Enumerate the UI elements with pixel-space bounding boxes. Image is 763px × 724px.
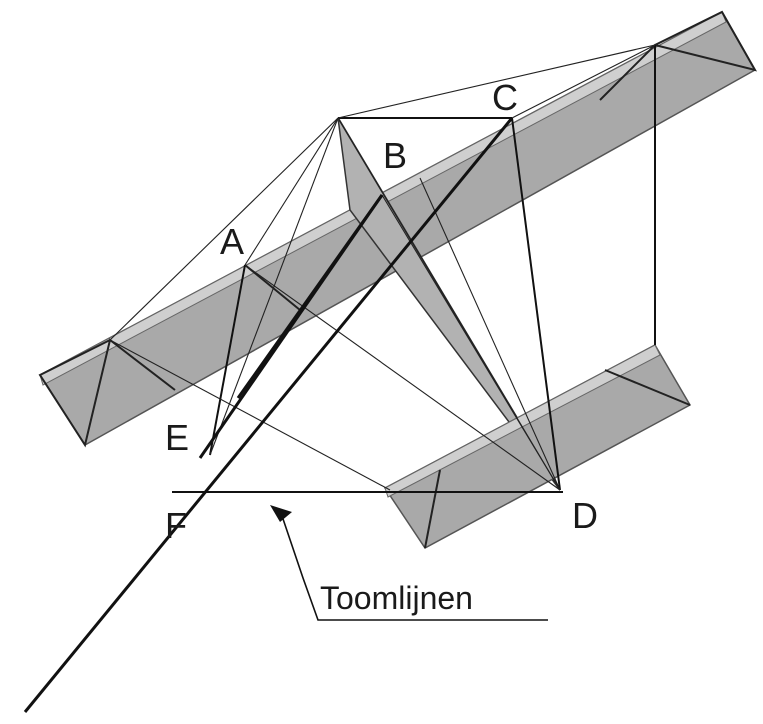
callout-arrow [270,505,548,621]
label-a: A [220,221,244,262]
label-e: E [165,417,189,458]
label-d: D [572,495,598,536]
front-wing-mid-fold [244,264,301,311]
frame-lines [209,45,656,491]
rear-wing-right-fold [604,369,691,406]
tether-lines [23,117,514,713]
bridle-lines [109,44,656,491]
front-wing-right-fold [599,10,758,101]
rear-wing-edge-strip [384,344,661,498]
label-c: C [492,77,518,118]
label-f: F [165,505,187,546]
main-flying-line [23,117,514,713]
label-b: B [383,135,407,176]
rear-wing [383,344,692,549]
callout-label: Toomlijnen [320,580,473,616]
front-wing-left-fold [38,338,176,448]
rear-wing-left-fold [424,469,441,549]
